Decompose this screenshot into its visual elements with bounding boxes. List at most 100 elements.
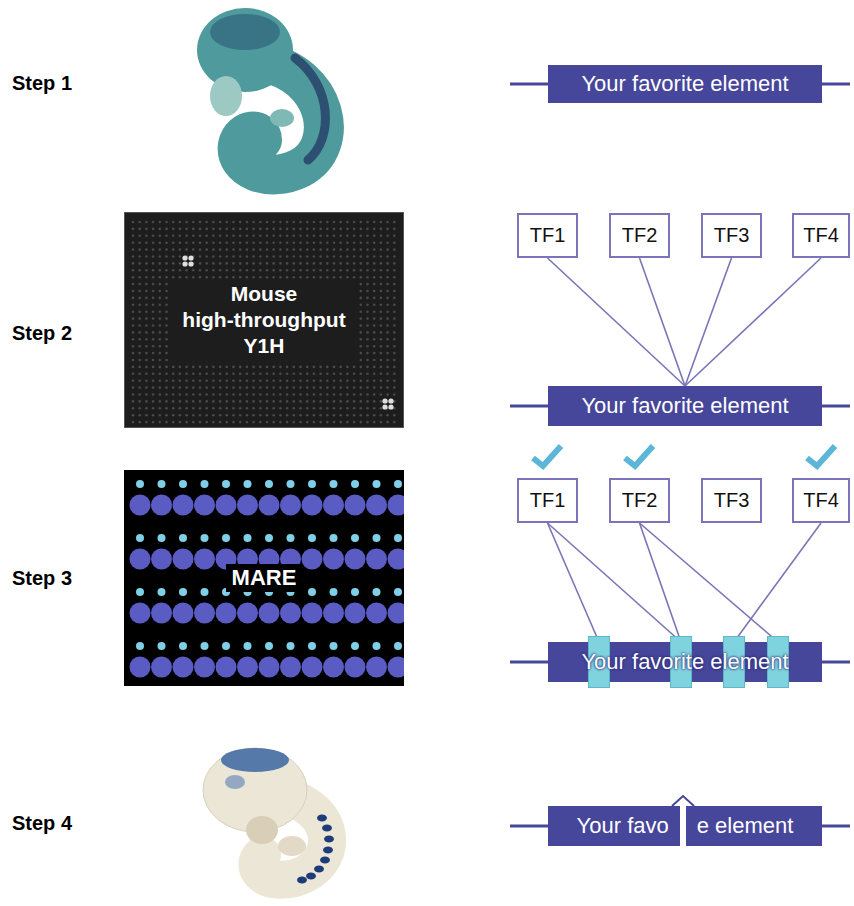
colony-spot	[326, 393, 329, 396]
colony-spot	[360, 414, 363, 417]
tf-box: TF2	[609, 213, 670, 258]
colony-spot	[138, 345, 141, 348]
colony-spot	[393, 379, 396, 382]
small-spot	[136, 534, 144, 542]
colony-spot	[373, 221, 376, 224]
colony-spot	[279, 221, 282, 224]
colony-spot	[286, 393, 289, 396]
colony-spot	[239, 241, 242, 244]
colony-spot	[232, 241, 235, 244]
colony-spot	[393, 283, 396, 286]
colony-spot	[138, 393, 141, 396]
colony-spot	[179, 373, 182, 376]
large-spot	[216, 603, 237, 624]
colony-spot	[159, 338, 162, 341]
colony-spot	[226, 421, 229, 424]
colony-spot	[145, 366, 148, 369]
colony-spot	[313, 400, 316, 403]
colony-spot	[185, 407, 188, 410]
colony-spot	[339, 269, 342, 272]
colony-spot	[266, 414, 269, 417]
colony-spot	[179, 400, 182, 403]
colony-spot	[199, 407, 202, 410]
colony-spot	[138, 421, 141, 424]
colony-spot	[380, 414, 383, 417]
colony-spot	[138, 359, 141, 362]
node-text: Your favorite element	[581, 649, 788, 675]
colony-spot	[165, 324, 168, 327]
colony-spot	[165, 407, 168, 410]
colony-spot	[152, 310, 155, 313]
colony-spot	[252, 373, 255, 376]
large-spot	[216, 657, 237, 678]
colony-spot	[152, 373, 155, 376]
colony-spot	[165, 331, 168, 334]
deletion-caret	[672, 796, 694, 806]
colony-spot	[132, 228, 135, 231]
colony-spot	[132, 255, 135, 258]
colony-spot	[246, 221, 249, 224]
colony-spot	[145, 276, 148, 279]
colony-spot	[319, 248, 322, 251]
colony-spot	[152, 235, 155, 238]
colony-spot	[360, 393, 363, 396]
colony-spot	[226, 248, 229, 251]
colony-spot	[373, 283, 376, 286]
colony-spot	[205, 421, 208, 424]
colony-spot	[386, 228, 389, 231]
colony-spot	[286, 235, 289, 238]
colony-spot	[192, 386, 195, 389]
colony-spot	[145, 248, 148, 251]
colony-spot	[199, 366, 202, 369]
colony-spot	[212, 407, 215, 410]
colony-spot	[380, 283, 383, 286]
colony-spot	[306, 400, 309, 403]
colony-spot	[272, 379, 275, 382]
colony-spot	[366, 421, 369, 424]
colony-spot	[232, 407, 235, 410]
colony-spot	[360, 221, 363, 224]
colony-spot	[346, 241, 349, 244]
colony-spot	[246, 228, 249, 231]
colony-spot	[272, 366, 275, 369]
colony-spot	[252, 262, 255, 265]
colony-spot	[232, 255, 235, 258]
colony-spot	[152, 324, 155, 327]
colony-spot	[279, 228, 282, 231]
heart	[246, 816, 278, 844]
colony-spot	[306, 221, 309, 224]
colony-spot	[326, 262, 329, 265]
colony-spot	[172, 255, 175, 258]
colony-spot	[373, 297, 376, 300]
colony-spot	[360, 359, 363, 362]
colony-spot	[185, 235, 188, 238]
colony-spot	[199, 400, 202, 403]
small-spot	[201, 588, 209, 596]
colony-spot	[279, 421, 282, 424]
colony-spot	[299, 235, 302, 238]
colony-spot	[353, 235, 356, 238]
colony-spot	[360, 290, 363, 293]
colony-spot	[152, 241, 155, 244]
colony-spot	[286, 400, 289, 403]
colony-spot	[380, 262, 383, 265]
colony-spot	[138, 400, 141, 403]
colony-spot	[159, 324, 162, 327]
colony-spot	[326, 373, 329, 376]
colony-spot	[293, 421, 296, 424]
colony-spot	[132, 366, 135, 369]
colony-spot	[272, 235, 275, 238]
colony-spot	[252, 414, 255, 417]
colony-spot	[373, 338, 376, 341]
colony-spot	[159, 269, 162, 272]
colony-spot	[192, 400, 195, 403]
small-spot	[244, 534, 252, 542]
large-spot	[323, 603, 344, 624]
colony-spot	[339, 421, 342, 424]
large-spot	[237, 657, 258, 678]
colony-spot	[380, 241, 383, 244]
stain	[225, 775, 245, 789]
colony-spot	[132, 297, 135, 300]
large-spot	[302, 657, 323, 678]
colony-spot	[138, 310, 141, 313]
